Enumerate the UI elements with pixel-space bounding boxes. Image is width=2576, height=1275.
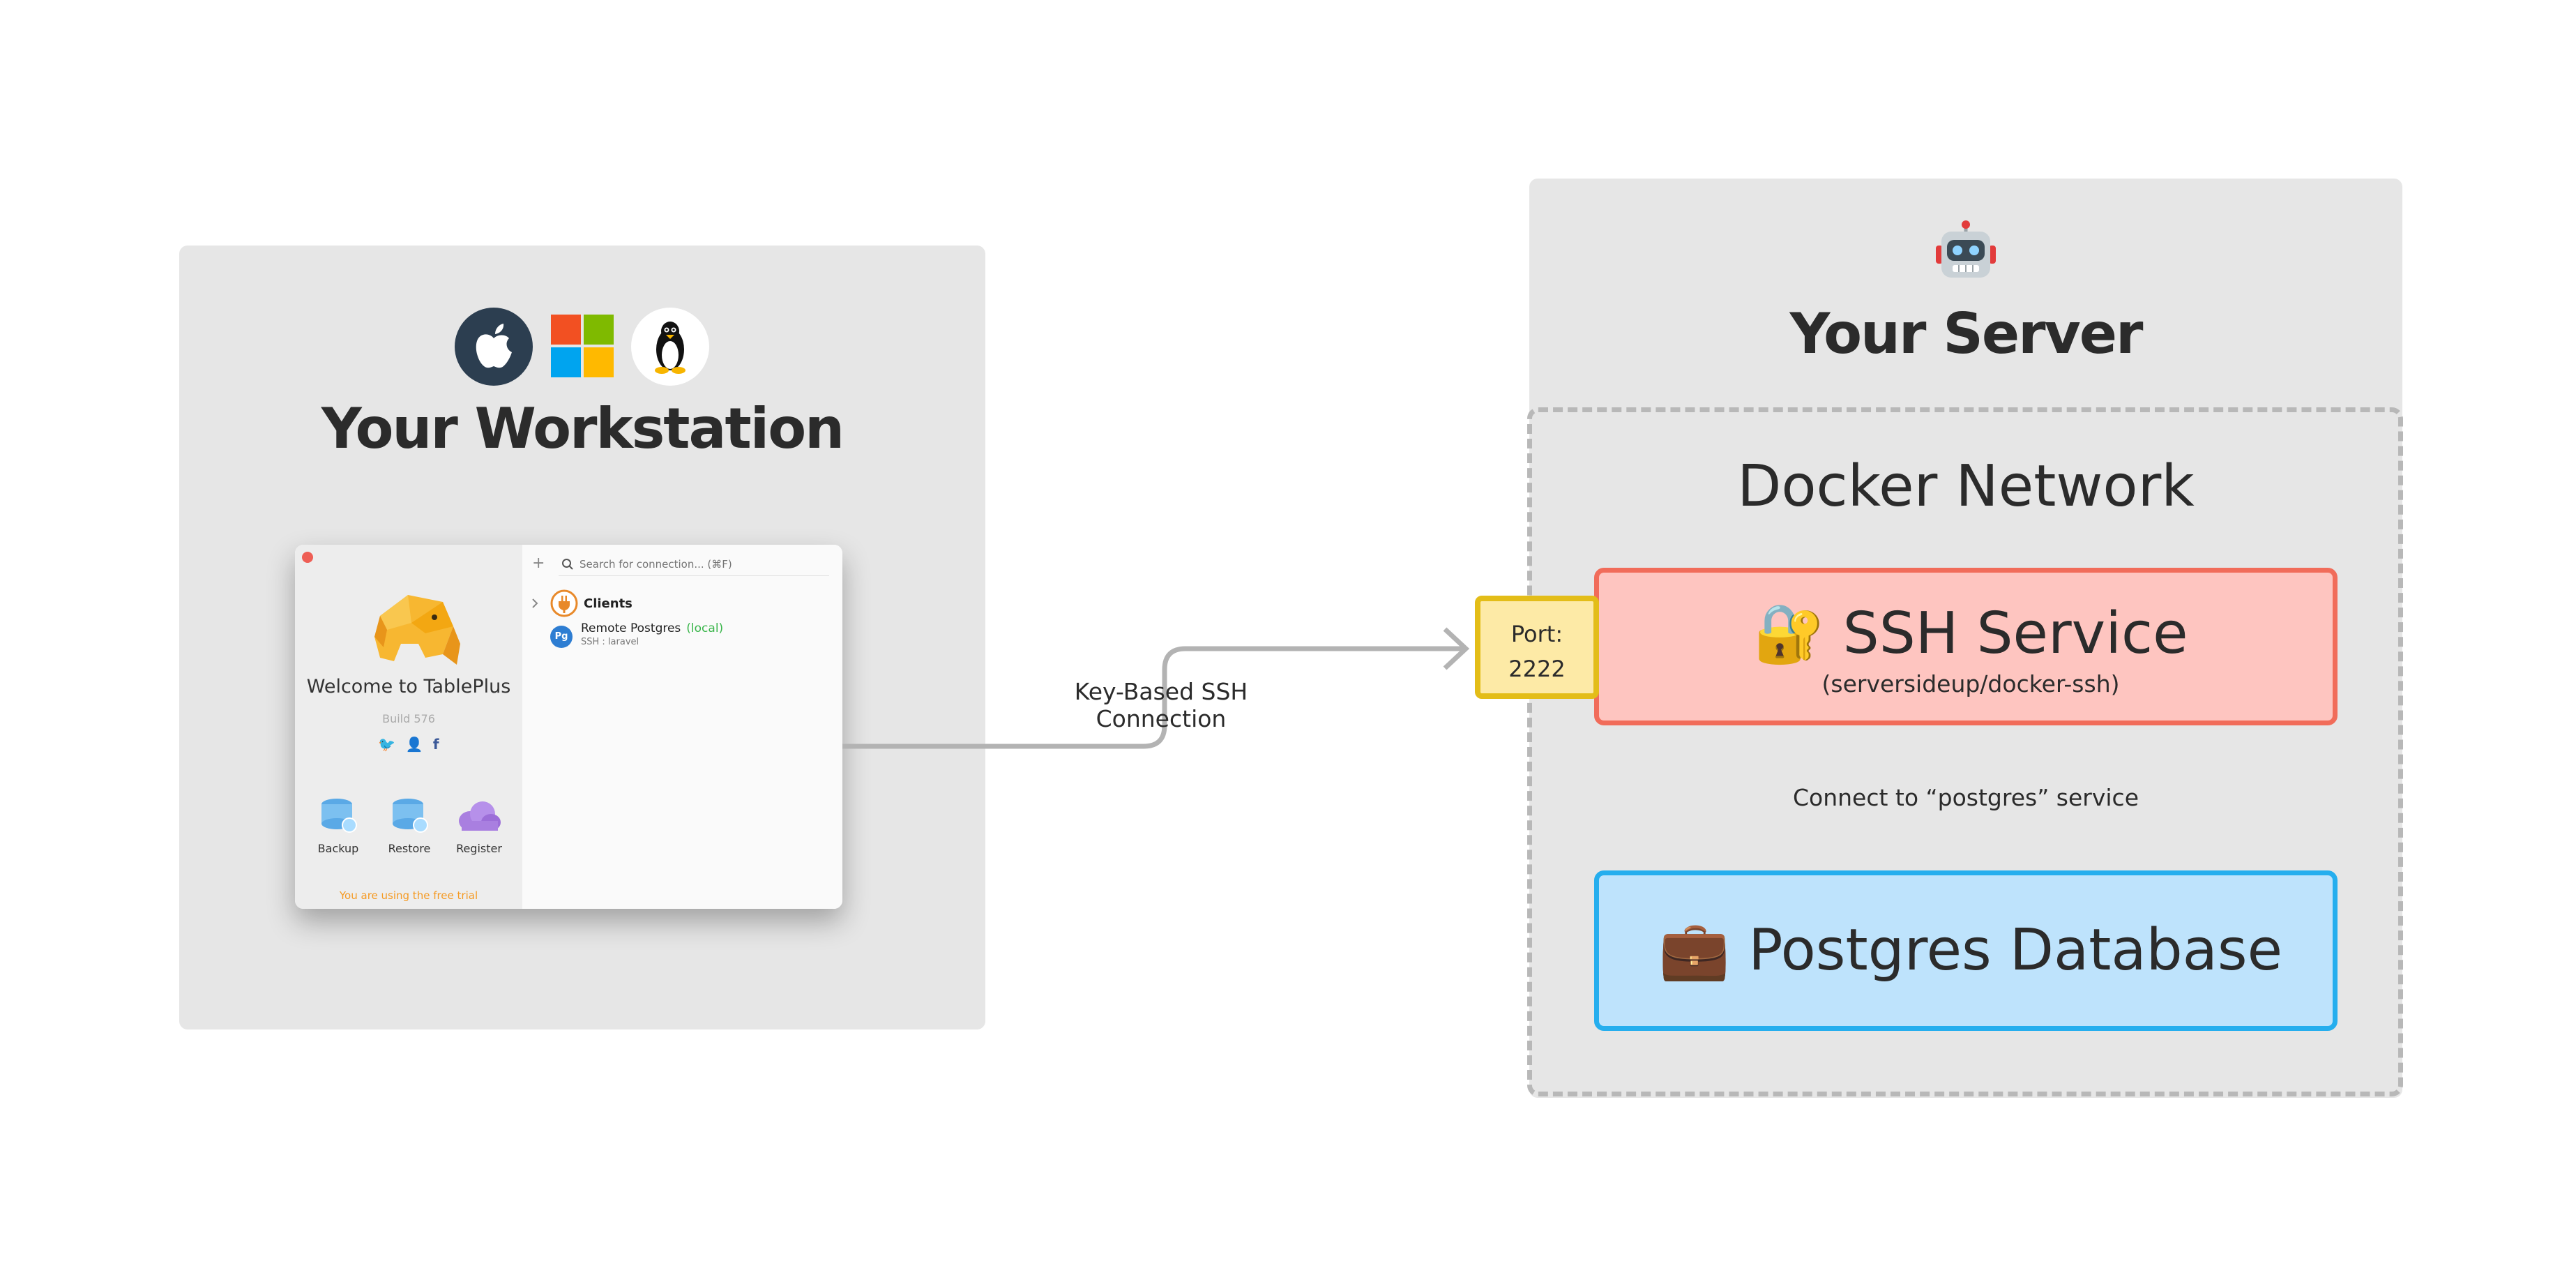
port-value: 2222 <box>1508 656 1566 682</box>
plug-group-icon <box>550 589 578 617</box>
group-label: Clients <box>584 596 632 611</box>
postgres-database-title-text: Postgres Database <box>1748 917 2283 983</box>
windows-icon <box>551 315 614 377</box>
connection-label: Key-Based SSH Connection <box>1074 678 1248 732</box>
postgres-badge-icon: Pg <box>550 626 573 648</box>
search-input[interactable] <box>579 556 824 573</box>
connection-item[interactable]: Pg Remote Postgres (local) SSH : laravel <box>550 621 829 654</box>
free-trial-notice[interactable]: You are using the free trial <box>339 889 478 902</box>
tableplus-welcome-pane: Welcome to TablePlus Build 576 🐦 👤 f Bac… <box>295 545 522 909</box>
ssh-connection-arrowhead <box>1443 627 1470 670</box>
backup-button[interactable]: Backup <box>303 797 373 855</box>
ssh-service-title-text: SSH Service <box>1842 601 2188 667</box>
linux-tux-icon <box>631 308 709 386</box>
database-backup-icon <box>321 799 357 833</box>
docker-network-boundary <box>1527 407 2403 1096</box>
briefcase-icon: 💼 <box>1658 917 1730 983</box>
facebook-icon[interactable]: f <box>432 736 439 753</box>
port-box: Port: 2222 <box>1475 596 1599 699</box>
restore-label: Restore <box>388 842 431 855</box>
backup-label: Backup <box>317 842 359 855</box>
connection-tag: (local) <box>686 621 724 635</box>
chevron-right-icon <box>532 598 538 608</box>
lock-with-key-icon: 🔐 <box>1753 601 1825 667</box>
restore-button[interactable]: Restore <box>374 797 444 855</box>
connection-subtitle: SSH : laravel <box>581 637 639 647</box>
tableplus-build-number: Build 576 <box>382 712 435 725</box>
social-links: 🐦 👤 f <box>295 736 522 753</box>
search-icon <box>562 559 573 570</box>
register-label: Register <box>456 842 502 855</box>
twitter-icon[interactable]: 🐦 <box>378 736 396 753</box>
github-icon[interactable]: 👤 <box>405 736 423 753</box>
database-restore-icon <box>393 799 428 833</box>
postgres-database-title: 💼 Postgres Database <box>1599 917 2342 984</box>
postgres-database-box: 💼 Postgres Database <box>1594 870 2338 1031</box>
docker-network-title: Docker Network <box>1737 453 2195 520</box>
ssh-service-title: 🔐 SSH Service <box>1599 601 2342 667</box>
workstation-title: Your Workstation <box>321 396 844 461</box>
tableplus-welcome-text: Welcome to TablePlus <box>306 676 511 697</box>
apple-icon <box>455 308 533 386</box>
connection-search <box>559 554 829 576</box>
connection-name: Remote Postgres (local) <box>581 621 723 635</box>
server-title: Your Server <box>1789 301 2144 366</box>
tableplus-window: Welcome to TablePlus Build 576 🐦 👤 f Bac… <box>295 545 842 909</box>
robot-icon <box>1933 220 1999 289</box>
ssh-service-image: (serversideup/docker-ssh) <box>1821 670 2120 697</box>
tableplus-connections-pane: + Clients Pg Remote Postg <box>522 545 842 909</box>
register-button[interactable]: Register <box>444 797 514 855</box>
window-close-button[interactable] <box>302 552 313 563</box>
port-label: Port: <box>1510 621 1563 647</box>
ssh-service-box: 🔐 SSH Service (serversideup/docker-ssh) <box>1594 568 2338 725</box>
connection-name-text: Remote Postgres <box>581 621 681 635</box>
ssh-connection-line <box>842 646 1464 749</box>
add-connection-button[interactable]: + <box>532 554 545 572</box>
tableplus-elephant-logo <box>359 588 464 672</box>
cloud-icon <box>459 801 501 831</box>
service-link-label: Connect to “postgres” service <box>1793 784 2139 811</box>
